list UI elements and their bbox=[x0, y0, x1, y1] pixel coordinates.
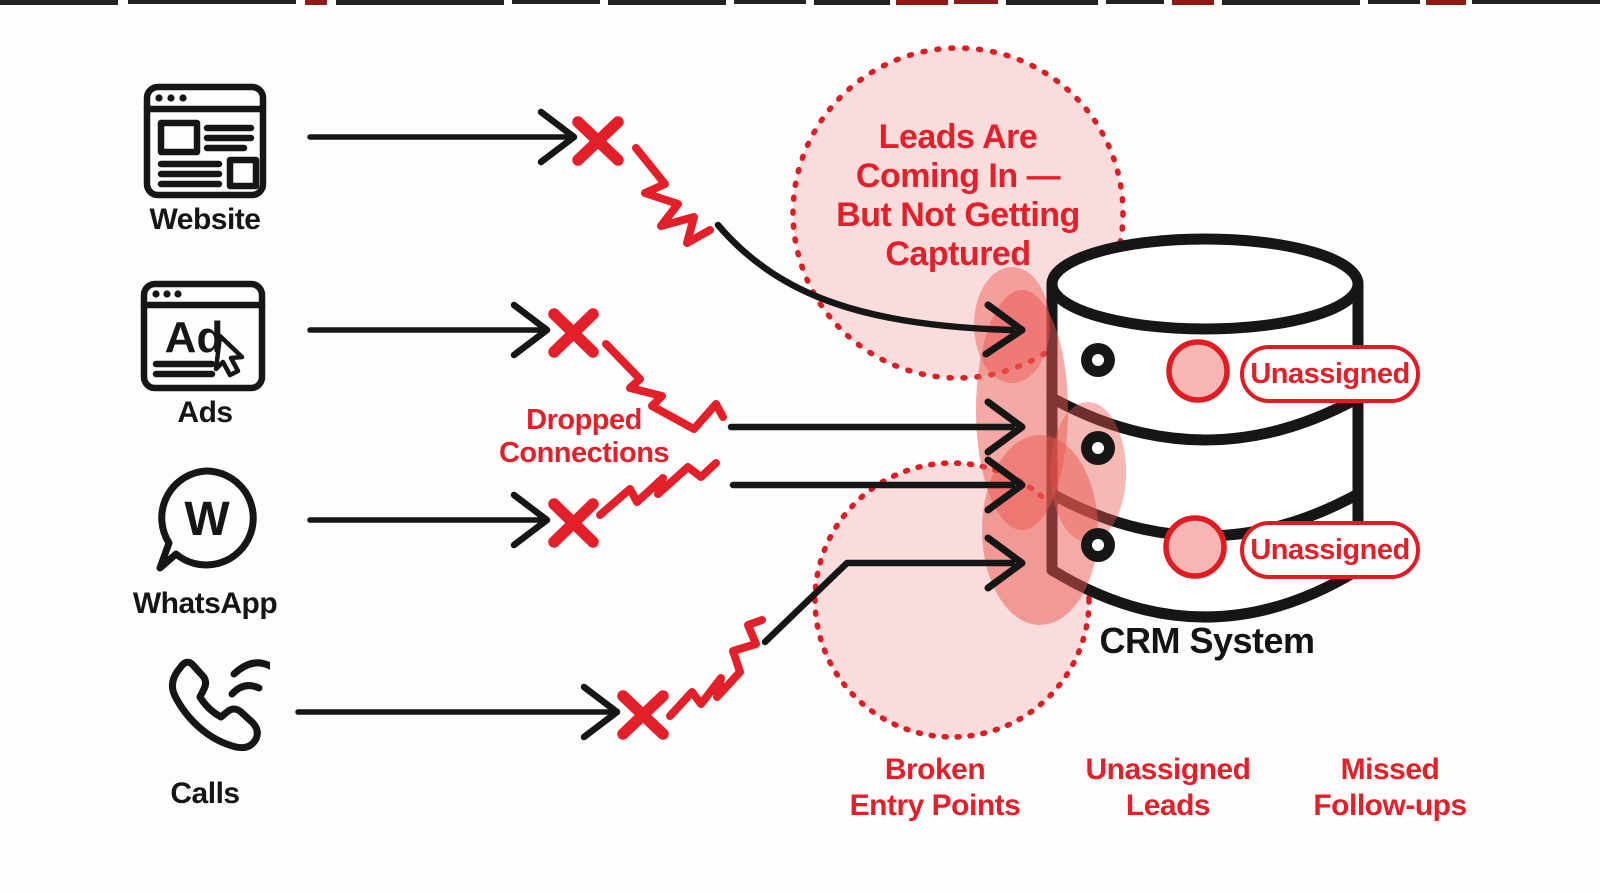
calls-icon bbox=[168, 658, 270, 752]
x-mark-whatsapp bbox=[548, 498, 599, 548]
missed-line-2: Follow-ups bbox=[1313, 789, 1467, 822]
x-mark-website bbox=[572, 116, 624, 166]
source-label-ads: Ads bbox=[177, 396, 233, 429]
break-zigzags bbox=[596, 144, 766, 720]
broken-line-1: Broken bbox=[884, 753, 986, 786]
broken-entry-points-label: Broken Entry Points bbox=[815, 752, 1055, 824]
signal-arc-large bbox=[230, 659, 270, 678]
bubble-line-4: Captured bbox=[885, 235, 1031, 273]
zigzag-website bbox=[632, 144, 714, 247]
source-arrows bbox=[295, 108, 621, 741]
break-x-marks bbox=[548, 116, 669, 740]
db-record-dots bbox=[1081, 343, 1115, 562]
dropped-line-1: Dropped bbox=[526, 404, 642, 436]
whatsapp-icon: W bbox=[156, 467, 257, 572]
unassigned-badge-1: Unassigned bbox=[1240, 345, 1420, 403]
db-divider-1 bbox=[1046, 392, 1364, 446]
unassigned-badge-2-text: Unassigned bbox=[1250, 533, 1410, 566]
bubble-line-2: Coming In — bbox=[855, 157, 1061, 195]
source-label-website: Website bbox=[149, 203, 261, 236]
unassigned-badge-1-text: Unassigned bbox=[1250, 357, 1410, 390]
phone-handset bbox=[168, 658, 261, 752]
ads-icon-text: Ad bbox=[165, 313, 224, 362]
bubble-line-1: Leads Are bbox=[878, 118, 1038, 156]
signal-arc-small bbox=[228, 682, 263, 698]
source-label-whatsapp: WhatsApp bbox=[132, 587, 278, 620]
leads-bubble-circle bbox=[790, 45, 1126, 381]
source-label-calls: Calls bbox=[170, 777, 240, 810]
unassigned-line-1: Unassigned bbox=[1085, 753, 1251, 786]
x-mark-calls bbox=[617, 690, 669, 740]
unassigned-badge-2: Unassigned bbox=[1240, 521, 1420, 579]
broken-line-2: Entry Points bbox=[849, 789, 1021, 822]
curved-arrow-website-to-crm bbox=[714, 221, 1026, 358]
unassigned-line-2: Leads bbox=[1125, 789, 1211, 822]
bubble-line-3: But Not Getting bbox=[836, 196, 1080, 234]
zigzag-whatsapp bbox=[596, 459, 720, 519]
cursor-icon bbox=[213, 333, 245, 378]
leads-bubble-text: Leads Are Coming In — But Not Getting Ca… bbox=[808, 118, 1108, 274]
zigzag-calls bbox=[666, 616, 766, 720]
unassigned-lead-dots bbox=[1163, 339, 1230, 579]
missed-line-1: Missed bbox=[1340, 753, 1440, 786]
whatsapp-icon-text: W bbox=[184, 493, 230, 546]
zigzag-ads bbox=[602, 340, 727, 433]
entry-arrows bbox=[727, 398, 1026, 646]
cropped-top-strip bbox=[0, 0, 1600, 6]
missed-followups-label: Missed Follow-ups bbox=[1270, 752, 1510, 824]
website-icon bbox=[143, 83, 267, 199]
x-mark-ads bbox=[548, 308, 599, 358]
dropped-connections-label: Dropped Connections bbox=[459, 404, 709, 470]
db-bottom-arc bbox=[1046, 564, 1364, 623]
unassigned-leads-label: Unassigned Leads bbox=[1048, 752, 1288, 824]
crm-system-label: CRM System bbox=[1099, 620, 1315, 661]
ads-icon: Ad bbox=[140, 280, 266, 392]
dropped-line-2: Connections bbox=[498, 437, 670, 469]
